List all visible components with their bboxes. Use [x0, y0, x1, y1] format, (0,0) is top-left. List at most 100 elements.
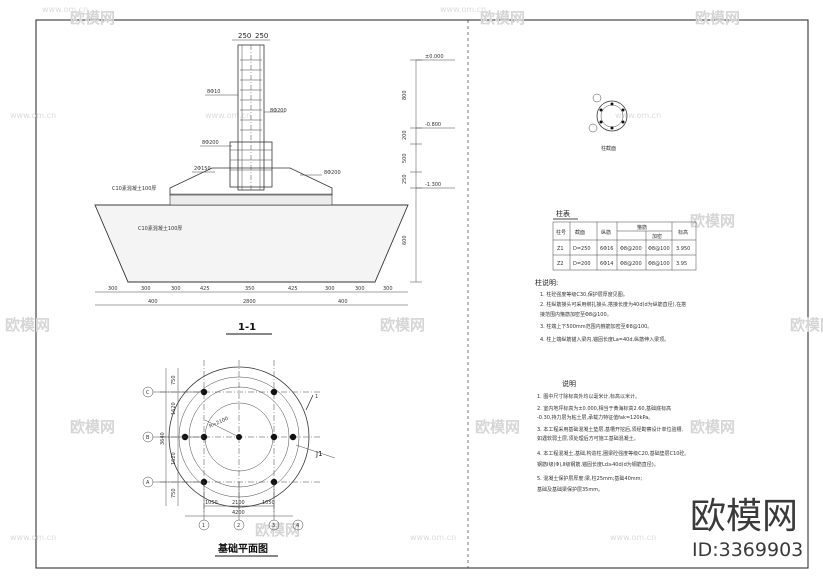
dim-cell: 300: [108, 286, 118, 292]
axis-number: 4: [296, 523, 299, 529]
note-line: -0.30,持力层为粘土层,承载力特征值fak=120kPa。: [537, 414, 653, 421]
axis-number: 3: [272, 523, 275, 529]
watermark-url: www.om.cn: [410, 533, 456, 542]
watermark-url: www.om.cn: [440, 5, 486, 14]
dim-cell: 400: [148, 299, 158, 305]
table-cell: Φ8@200: [620, 261, 642, 267]
bottom-dim: 1050: [205, 500, 218, 506]
table-cell: D=250: [573, 246, 591, 252]
note-line: 5. 混凝土保护层厚度:梁,柱25mm;基础40mm;: [537, 475, 643, 482]
brand-id: ID:3369903: [692, 539, 803, 561]
axis-number: 2: [237, 523, 240, 529]
watermark-text: 欧模网: [695, 9, 740, 27]
right-dim: 500: [402, 153, 408, 163]
table-cell: Φ8@100: [648, 261, 670, 267]
column-section-title: 柱截面: [601, 145, 616, 152]
table-cell: 6Φ14: [600, 261, 613, 267]
dim-cell: 300: [383, 286, 393, 292]
dim-cell: 2800: [243, 299, 256, 305]
brand-block: 欧模网 ID:3369903: [690, 496, 803, 561]
dim-cell: 425: [288, 286, 298, 292]
left-dim: 750: [171, 375, 177, 385]
bottom-dim: 2100: [232, 500, 245, 506]
table-header: 箍筋: [637, 224, 647, 231]
top-dim-left: 250: [238, 32, 251, 40]
table-row: Z2 D=200 6Φ14 Φ8@200 Φ8@100 3.95: [557, 261, 687, 267]
callout: 8Φ200: [324, 170, 341, 176]
radius-label: R=2100: [208, 416, 229, 430]
column-notes-title: 柱说明:: [535, 278, 558, 287]
dim-cell: 300: [141, 286, 151, 292]
note-line: 钢筋Ⅰ级(Φ),Ⅱ级钢筋,锚固长度Ld≥40d(d为钢筋直径)。: [537, 461, 659, 468]
axis-number: 1: [202, 523, 205, 529]
dim-cell: 300: [355, 286, 365, 292]
drawing-frame: [35, 19, 809, 569]
left-dim: 1620: [171, 452, 177, 465]
brand-name: 欧模网: [690, 496, 798, 537]
general-notes: 说明 1. 图中尺寸除标高外均以毫米计,标高以米计。 2. 室内地坪标高为±0.…: [537, 379, 689, 493]
dim-cell: 425: [200, 286, 210, 292]
watermark-text: 欧模网: [690, 212, 735, 230]
watermark-url: www.om.cn: [10, 111, 56, 120]
table-header: 截面: [575, 229, 585, 236]
callout: 8Φ200: [270, 108, 287, 114]
table-cell: D=200: [573, 261, 591, 267]
dim-cell: 300: [171, 286, 181, 292]
left-dim: 1620: [171, 402, 177, 415]
j1-label: J1: [315, 450, 323, 458]
note-line: 如遇软弱土层,须处理后方可施工基础混凝土。: [537, 435, 639, 442]
section-title: 1-1: [238, 322, 256, 333]
bottom-dims-row2: 400 2800 400: [148, 299, 348, 305]
table-row: Z1 D=250 6Φ16 Φ8@200 Φ8@100 3.950: [557, 246, 690, 252]
stirrups: [240, 59, 262, 131]
watermark-url: www.om.cn: [10, 533, 56, 542]
dim-cell: 350: [245, 286, 255, 292]
level-label: -0.800: [425, 122, 441, 128]
watermark-text: 欧模网: [480, 9, 525, 27]
watermark-layer: 欧模网 欧模网 欧模网 欧模网 欧模网 欧模网 欧模网 欧模网 欧模网 欧模网 …: [5, 5, 823, 542]
callout: 8Φ200: [202, 140, 219, 146]
column-table: 柱表 柱号 截面 纵筋 箍筋 加密 标高 Z1 D=250 6Φ16 Φ8@20…: [552, 209, 697, 271]
right-dim: 200: [402, 130, 408, 140]
watermark-text: 欧模网: [690, 418, 735, 436]
table-header: 纵筋: [601, 229, 611, 236]
axis-letter: C: [146, 390, 150, 396]
table-cell: 3.95: [676, 261, 687, 267]
top-dim-right: 250: [255, 32, 268, 40]
note-line: 基础及基础梁保护层35mm。: [537, 486, 603, 493]
note-line: 2. 室内地坪标高为±0.000,相当于黄海标高2.60,基础底标高: [537, 405, 671, 412]
note-line: 4. 柱上端纵筋锚入梁内,锚固长度La=40d,纵筋伸入梁顶。: [540, 336, 669, 343]
table-cell: 6Φ16: [600, 246, 613, 252]
watermark-text: 欧模网: [70, 9, 115, 27]
table-cell: Z1: [557, 246, 564, 252]
left-dim: 750: [171, 488, 177, 498]
base-concrete: [94, 204, 409, 283]
plan-view: R=2100 1 J1 C B A 750 1620 3640 1620 750…: [142, 360, 336, 557]
watermark-url: www.om.cn: [205, 111, 251, 120]
dim-cell: 300: [325, 286, 335, 292]
section-mark: 1: [315, 394, 318, 400]
table-cell: Z2: [557, 261, 564, 267]
watermark-url: www.om.cn: [42, 5, 88, 14]
rebar-callouts: 8Φ10 8Φ200 2Φ150 8Φ200 8Φ200: [192, 89, 341, 176]
bottom-dim: 4200: [232, 510, 245, 516]
right-dim: 600: [402, 235, 408, 245]
callout: 2Φ150: [194, 166, 211, 172]
note-line: 接范围内箍筋加密至Φ8@100。: [540, 311, 612, 318]
left-dim: 3640: [160, 432, 166, 445]
table-header: 柱号: [556, 229, 566, 236]
note-line: 3. 柱端上下500mm范围内箍筋加密至Φ8@100。: [540, 323, 652, 330]
note-line: 1. 柱砼强度等级C30,保护层厚度见图。: [540, 291, 628, 298]
dim-cell: 400: [338, 299, 348, 305]
watermark-url: www.om.cn: [615, 111, 661, 120]
table-cell: Φ8@100: [648, 246, 670, 252]
watermark-text: 欧模网: [5, 316, 50, 334]
note-line: 1. 图中尺寸除标高外均以毫米计,标高以米计。: [537, 393, 640, 400]
watermark-url: www.om.cn: [610, 533, 656, 542]
base-label-top: C10素混凝土100厚: [112, 185, 156, 192]
note-line: 2. 柱纵筋接头可采用绑扎接头,搭接长度为40d(d为纵筋直径),在搭: [540, 301, 686, 308]
watermark-text: 欧模网: [475, 418, 520, 436]
plan-title: 基础平面图: [217, 542, 268, 555]
note-line: 3. 本工程采用基础混凝土垫层,基槽开挖后,须经勘察设计单位验槽,: [537, 426, 684, 433]
